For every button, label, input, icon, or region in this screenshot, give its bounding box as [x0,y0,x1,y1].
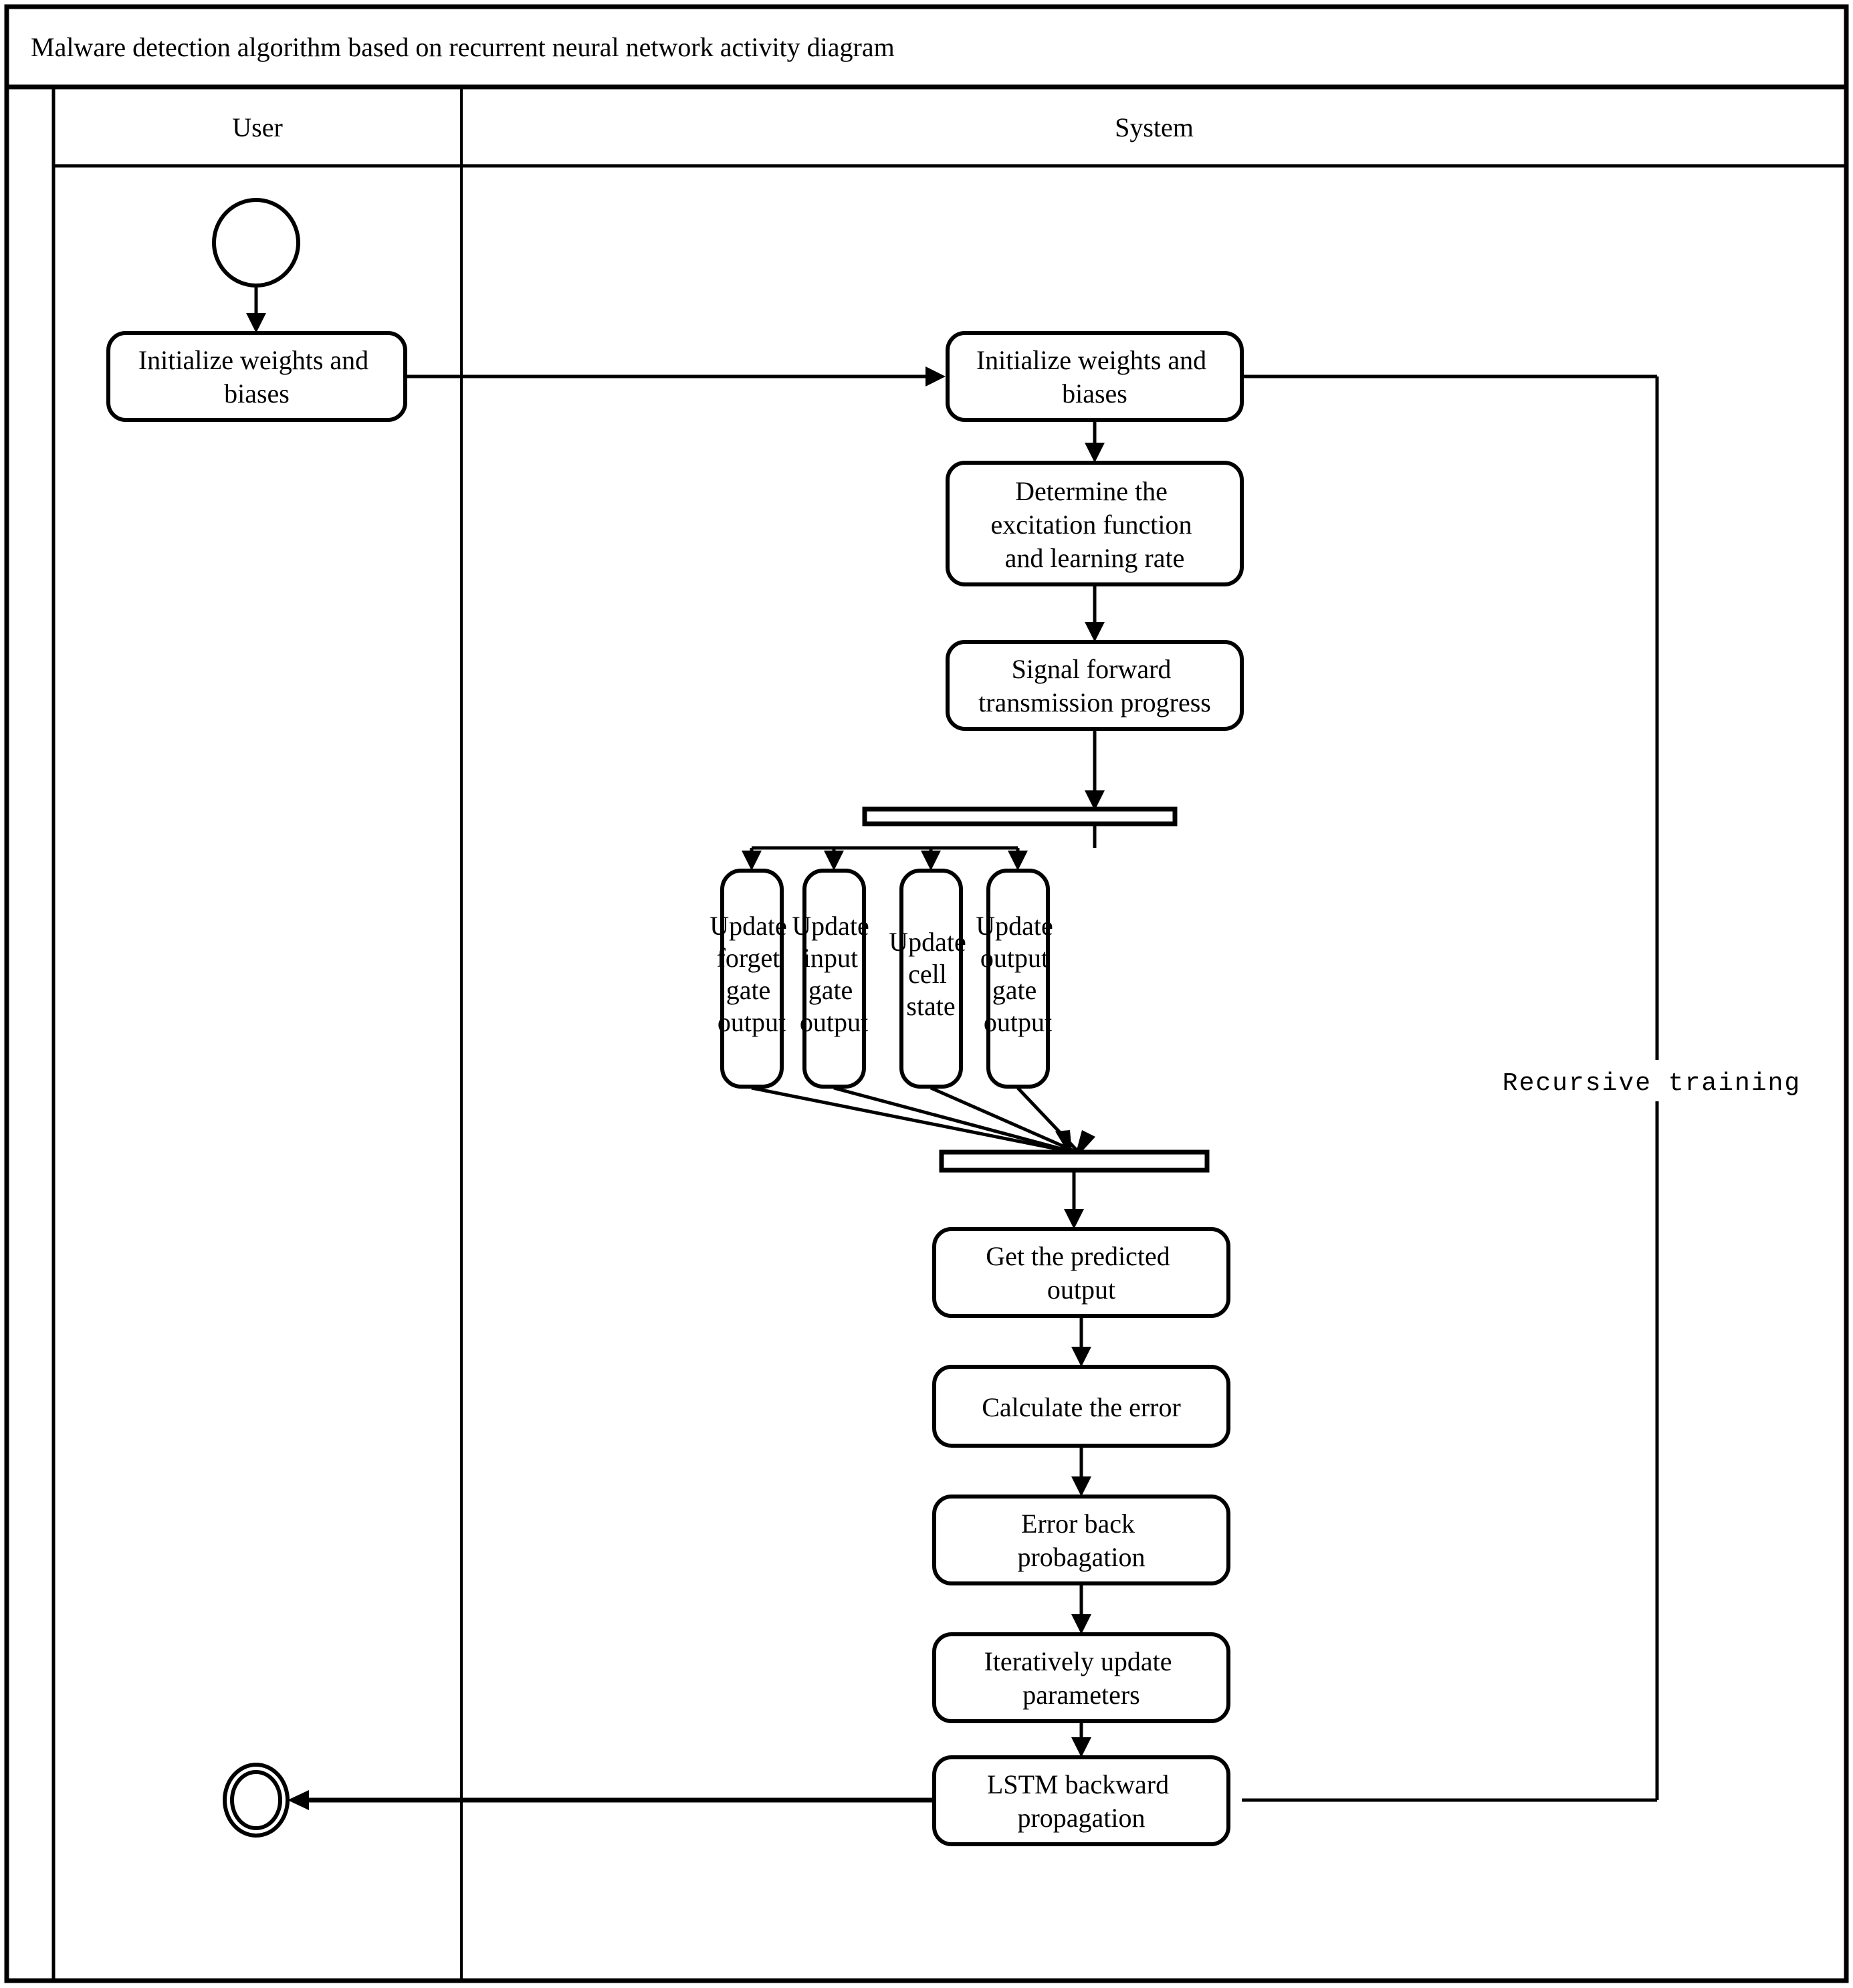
edge-label-recursive-training: Recursive training [1503,1069,1801,1098]
arrowhead-start-to-user-init [246,313,266,333]
lane-header-user: User [232,112,283,142]
lane-header-system: System [1115,112,1194,142]
activity-determine-excitation-label: Determine the excitation function and le… [990,476,1198,573]
activity-update-output-gate [986,869,1050,1089]
activity-iteratively-update-parameters-label: Iteratively update parameters [984,1646,1179,1710]
activity-update-input-gate [802,869,866,1089]
activity-update-cell-state [899,869,963,1089]
arrowhead-user-init-to-sys-init [925,366,946,386]
recursive-training-label-backdrop [1475,1060,1829,1101]
activity-lstm-backward-propagation [932,1755,1230,1846]
arrowhead-determine-to-forward [1085,622,1105,642]
activity-update-input-gate-label: Update input gate output [792,911,876,1037]
arrowhead-calc-error-to-backprop [1071,1476,1091,1497]
arrowhead-fork-to-output-gate [1008,851,1028,871]
activity-update-forget-gate-label: Update forget gate output [710,911,794,1037]
activity-get-predicted-output-label: Get the predicted output [986,1241,1176,1305]
activity-user-initialize-weights-label: Initialize weights and biases [138,345,375,409]
activity-calculate-error-label: Calculate the error [982,1392,1181,1422]
activity-update-cell-state-label: Update cell state [889,927,973,1021]
arrowhead-lstm-back-to-end [288,1790,309,1810]
initial-node [212,198,300,288]
arrowhead-iterate-to-lstm-back [1071,1737,1091,1757]
flow-cell-state-to-join [930,1086,1077,1153]
flow-forget-gate-to-join [751,1086,1071,1153]
page-title: Malware detection algorithm based on rec… [31,32,895,62]
activity-signal-forward-transmission-label: Signal forward transmission progress [978,654,1211,717]
diagram-outer-border [4,4,1849,1983]
activity-system-initialize-weights-label: Initialize weights and biases [976,345,1213,409]
activity-update-output-gate-label: Update output gate output [976,911,1060,1037]
arrowhead-backprop-to-iterate [1071,1614,1091,1634]
arrowhead-forward-to-fork [1085,790,1105,810]
arrowhead-predicted-to-calc-error [1071,1347,1091,1367]
arrowhead-fork-to-input-gate [824,851,844,871]
arrowhead-fork-to-cell-state [921,851,941,871]
flow-input-gate-to-join [833,1086,1072,1153]
arrowhead-sysinit-to-determine [1085,443,1105,463]
arrowhead-join-to-predicted [1064,1209,1084,1229]
fork-bar [862,806,1178,826]
activity-lstm-backward-propagation-label: LSTM backward propagation [987,1769,1176,1833]
arrowhead-fork-to-forget-gate [742,851,762,871]
activity-error-back-probagation-label: Error back probagation [1017,1509,1145,1572]
final-node-inner-ring [230,1770,282,1830]
join-bar [939,1149,1210,1173]
